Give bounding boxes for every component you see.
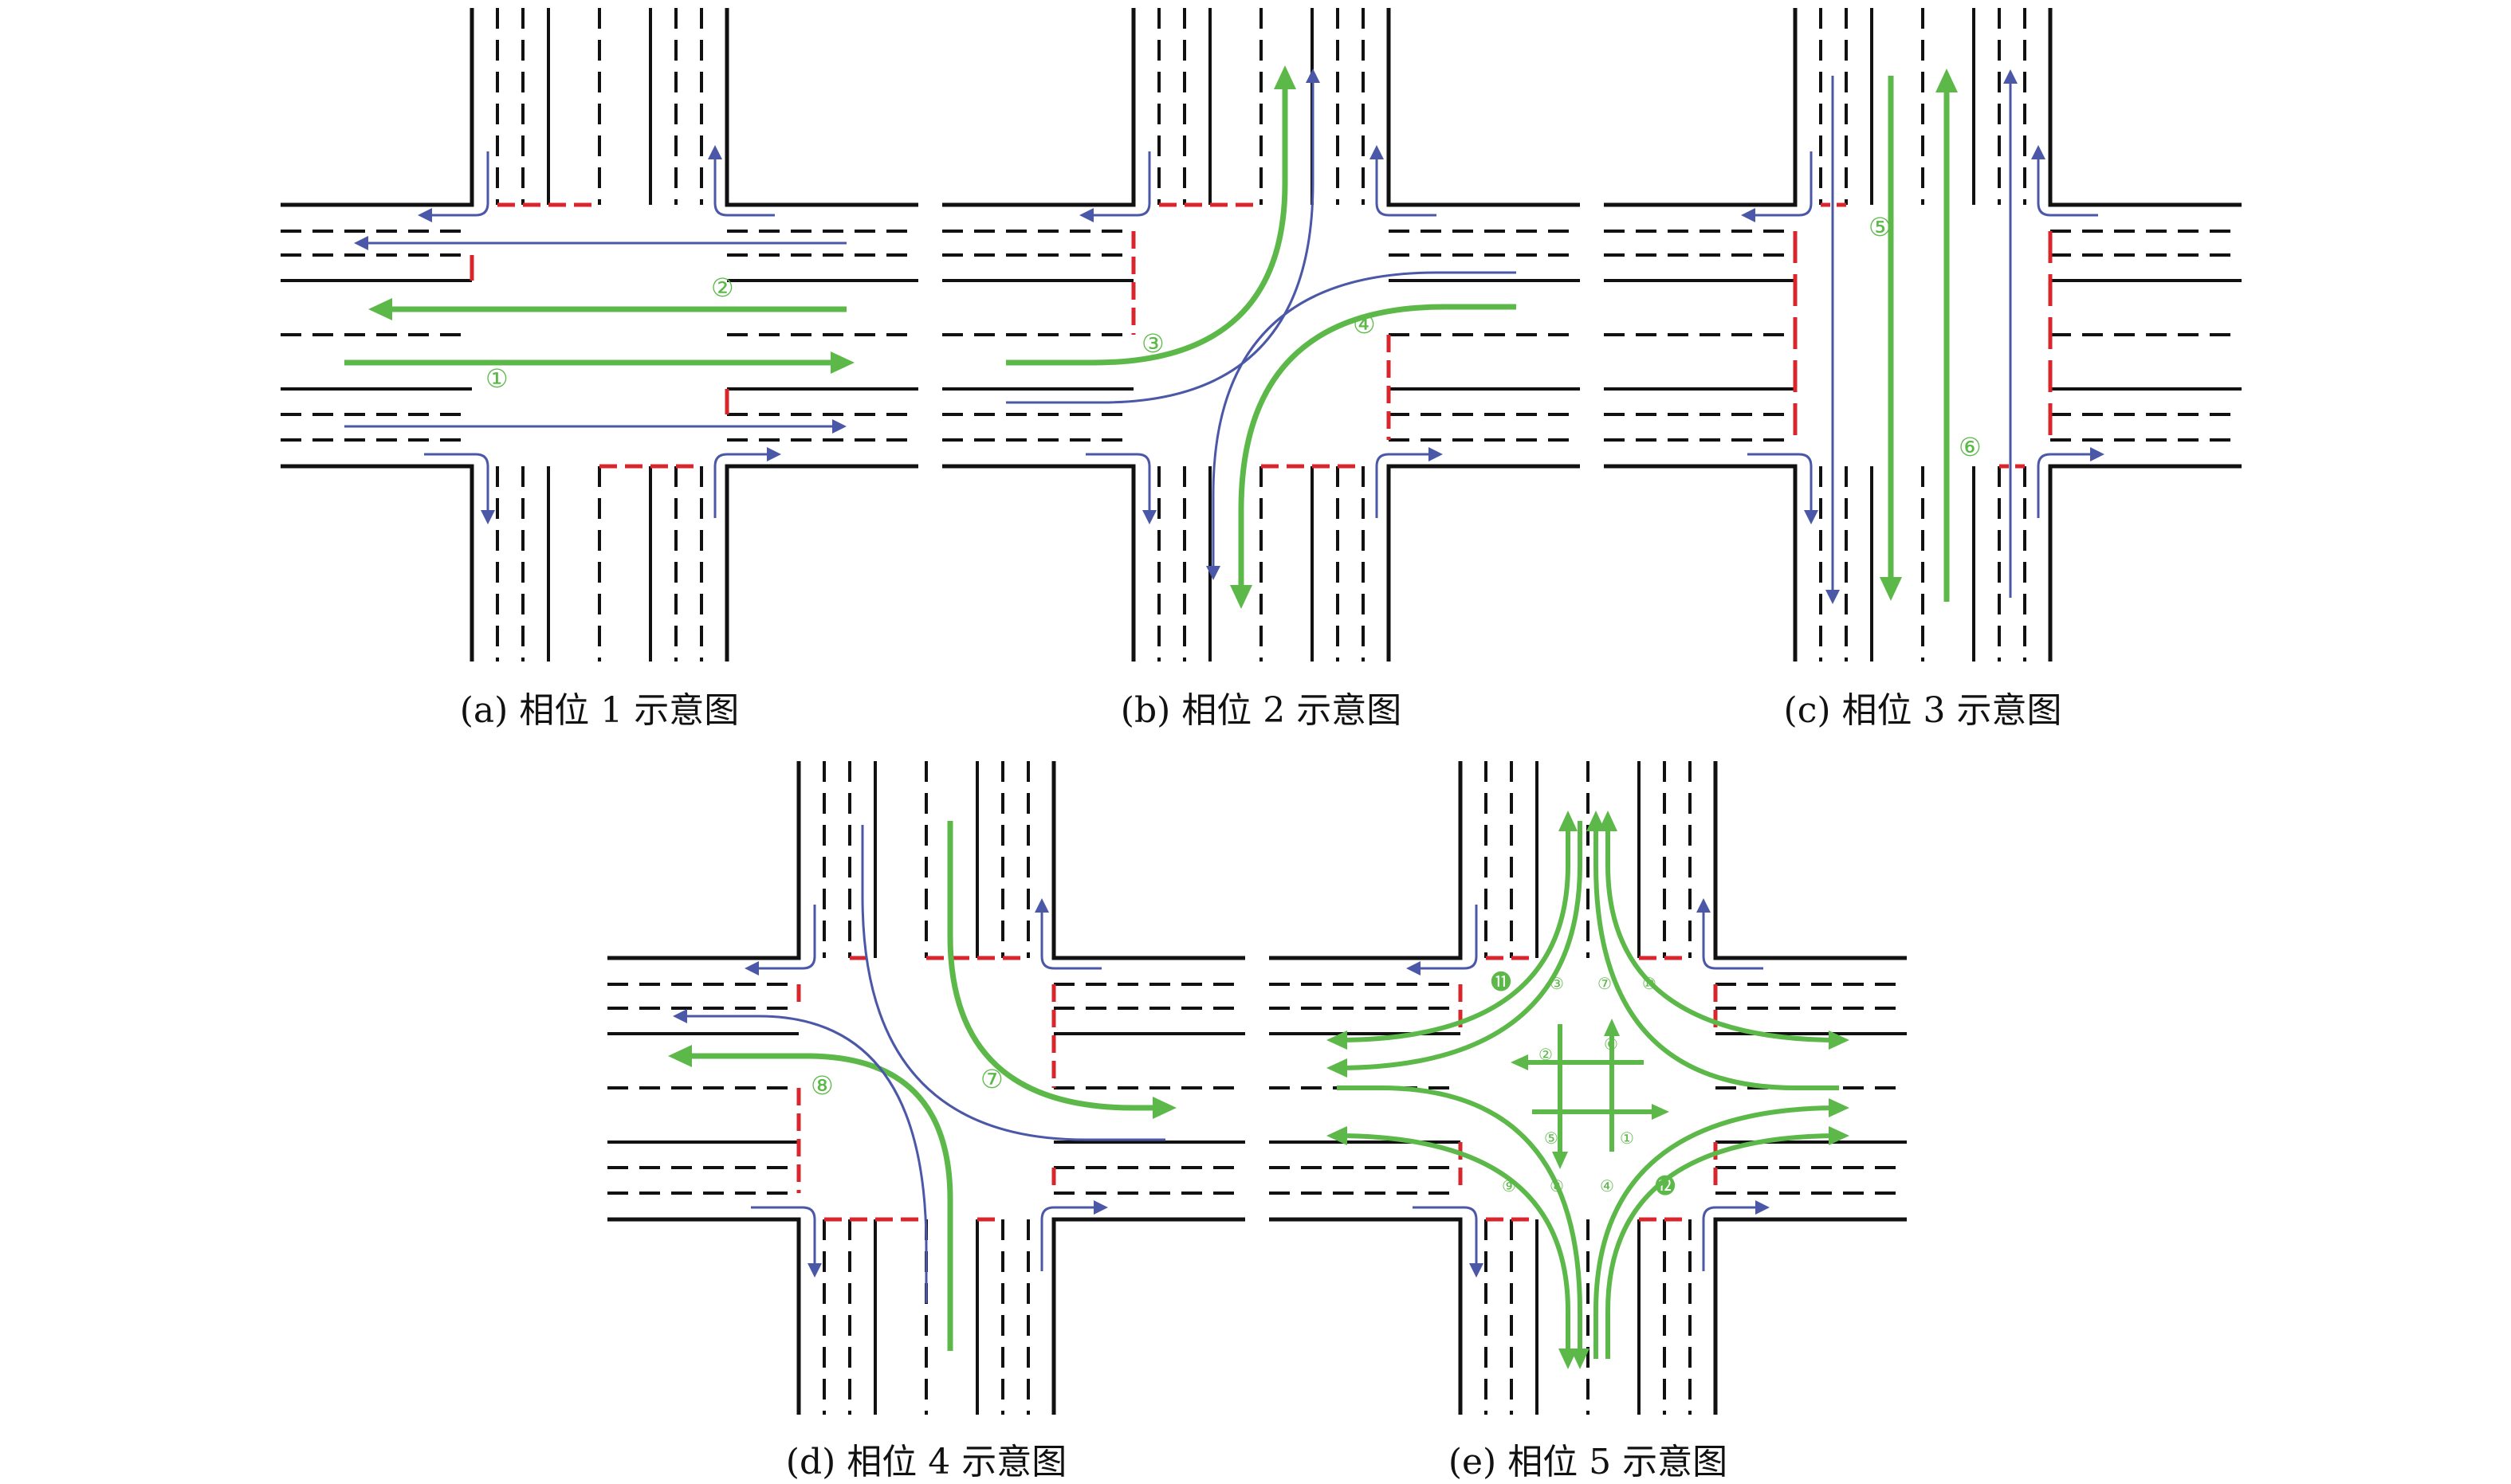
intersection-roads [942,8,1580,662]
phase-4-flows [668,821,1177,1351]
flow-label-5: ⑤ [1544,1129,1558,1148]
intersection-roads [1604,8,2242,662]
flow-label-2: ② [1538,1045,1553,1064]
phase-5-panel: ① ② ③ ④ ⑤ ⑥ ⑦ ⑧ ⑨ ⑩ ⓫ ⓬ [1269,753,1907,1423]
phase-2-flows [1006,65,1516,609]
stop-lines [1793,202,2053,469]
phase-1-panel: ② ① [281,0,918,669]
phase-5-arrowheads [1326,811,1849,1369]
phase-1-caption: (a) 相位 1 示意图 [459,690,740,731]
flow-label-2: ② [711,273,734,303]
phase-3-flows [1741,69,2104,604]
phase-5-diagram: ① ② ③ ④ ⑤ ⑥ ⑦ ⑧ ⑨ ⑩ ⓫ ⓬ [1269,761,1907,1415]
stop-lines [470,202,729,469]
intersection-roads [281,8,918,662]
phase-1-flows [344,145,855,524]
stop-lines [1131,202,1391,469]
flow-label-12: ⓬ [1655,1175,1676,1199]
phase-4-panel: ⑦ ⑧ [607,753,1245,1423]
phase-2-panel: ③ ④ [942,0,1580,669]
flow-label-7: ⑦ [1597,974,1612,993]
flow-label-11: ⓫ [1491,971,1511,995]
flow-label-6: ⑥ [1604,1034,1618,1054]
phase-5-flows [1336,821,1840,1359]
phase-2-caption: (b) 相位 2 示意图 [1120,690,1402,731]
flow-label-3: ③ [1550,974,1564,993]
phase-3-caption: (c) 相位 3 示意图 [1783,690,2062,731]
phase-5-turn-arrows [1413,905,1763,1271]
flow-label-4: ④ [1353,309,1376,340]
flow-label-8: ⑧ [811,1070,834,1101]
phase-3-diagram: ⑤ ⑥ [1604,8,2242,662]
flow-label-3: ③ [1142,328,1165,359]
phase-2-diagram: ③ ④ [942,8,1580,662]
flow-label-10: ⑩ [1642,974,1656,993]
phase-3-panel: ⑤ ⑥ [1604,0,2242,669]
flow-label-9: ⑨ [1502,1176,1516,1195]
phase-4-caption: (d) 相位 4 示意图 [785,1442,1067,1482]
flow-label-4: ④ [1600,1176,1614,1195]
stop-lines [1458,956,1718,1222]
stop-lines [796,956,1056,1222]
flow-label-6: ⑥ [1959,432,1982,462]
intersection-roads [607,761,1245,1415]
flow-label-1: ① [485,363,509,394]
phase-5-caption: (e) 相位 5 示意图 [1448,1442,1728,1482]
phase-1-diagram: ② ① [281,8,918,662]
phase-5-labels: ① ② ③ ④ ⑤ ⑥ ⑦ ⑧ ⑨ ⑩ ⓫ ⓬ [1491,971,1676,1199]
flow-label-5: ⑤ [1869,212,1892,242]
flow-label-7: ⑦ [980,1064,1004,1094]
flow-label-1: ① [1620,1129,1634,1148]
flow-label-8: ⑧ [1550,1176,1564,1195]
phase-4-diagram: ⑦ ⑧ [607,761,1245,1415]
intersection-roads [1269,761,1907,1415]
